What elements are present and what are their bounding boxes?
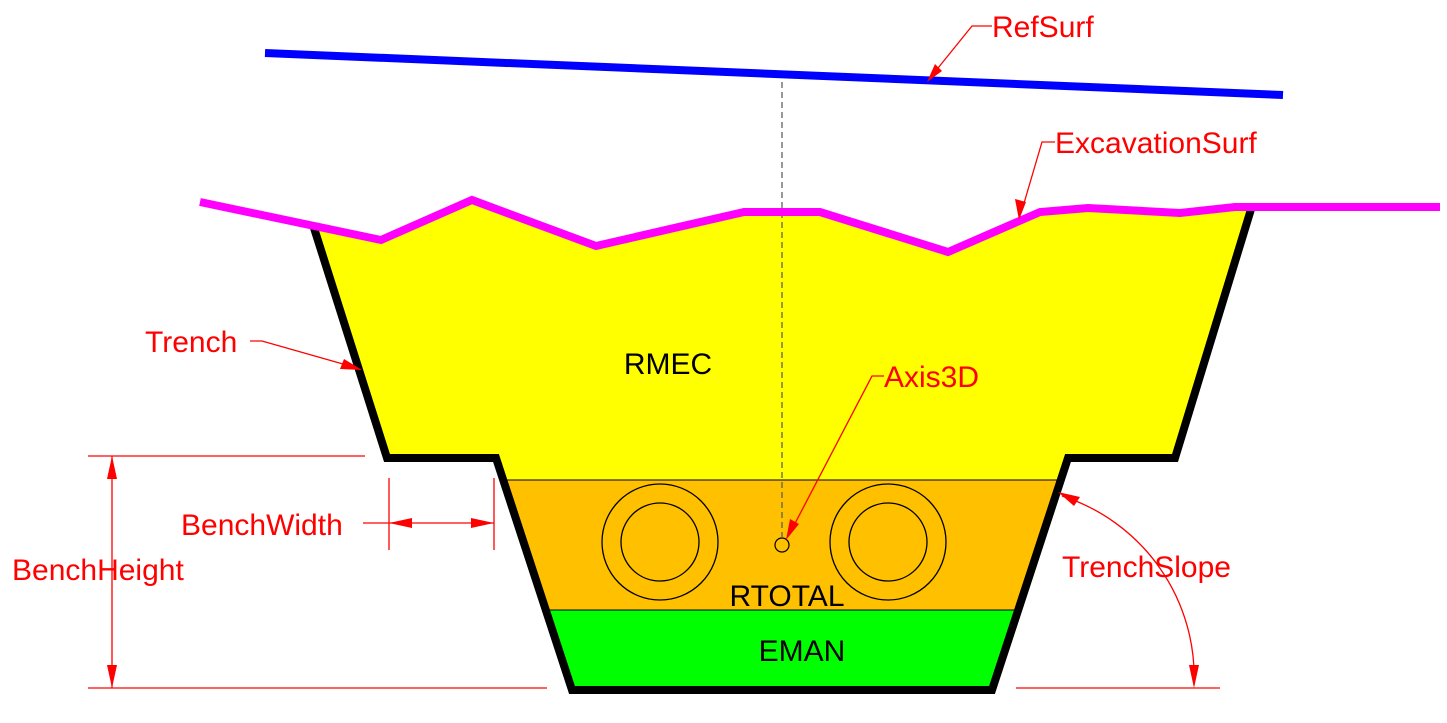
excavationsurf-label: ExcavationSurf	[1055, 127, 1257, 160]
axis3d-leader	[789, 375, 884, 534]
excavationsurf-arrowhead	[1015, 199, 1026, 220]
trench-outline	[310, 204, 1256, 694]
trench-label: Trench	[145, 326, 237, 359]
trench-leader	[250, 340, 358, 369]
excavation-surface-line	[199, 195, 1440, 257]
rtotal-label: RTOTAL	[729, 580, 844, 613]
refsurf-leader	[933, 25, 992, 74]
trenchslope-arc	[1061, 495, 1195, 686]
axis3d-arrowhead	[786, 519, 799, 540]
trenchslope-arrow-bottom	[1189, 665, 1199, 688]
benchheight-label: BenchHeight	[12, 554, 184, 587]
eman-label: EMAN	[759, 635, 846, 668]
benchwidth-label: BenchWidth	[181, 509, 343, 542]
axis3d-label: Axis3D	[884, 361, 979, 394]
benchheight-arrow-top	[107, 456, 117, 479]
right-pipe	[829, 483, 947, 601]
benchwidth-arrow-left	[389, 518, 412, 528]
trenchslope-arrow-top	[1058, 492, 1080, 506]
trenchslope-label: TrenchSlope	[1062, 551, 1231, 584]
reference-surface-line	[264, 49, 1284, 99]
refsurf-arrowhead	[927, 64, 942, 82]
benchwidth-arrow-right	[471, 518, 494, 528]
trench-arrowhead	[340, 359, 362, 370]
rmec-label: RMEC	[624, 348, 712, 381]
excavationsurf-leader	[1021, 141, 1055, 211]
benchheight-arrow-bottom	[107, 665, 117, 688]
refsurf-label: RefSurf	[992, 11, 1094, 44]
left-pipe	[601, 483, 719, 601]
